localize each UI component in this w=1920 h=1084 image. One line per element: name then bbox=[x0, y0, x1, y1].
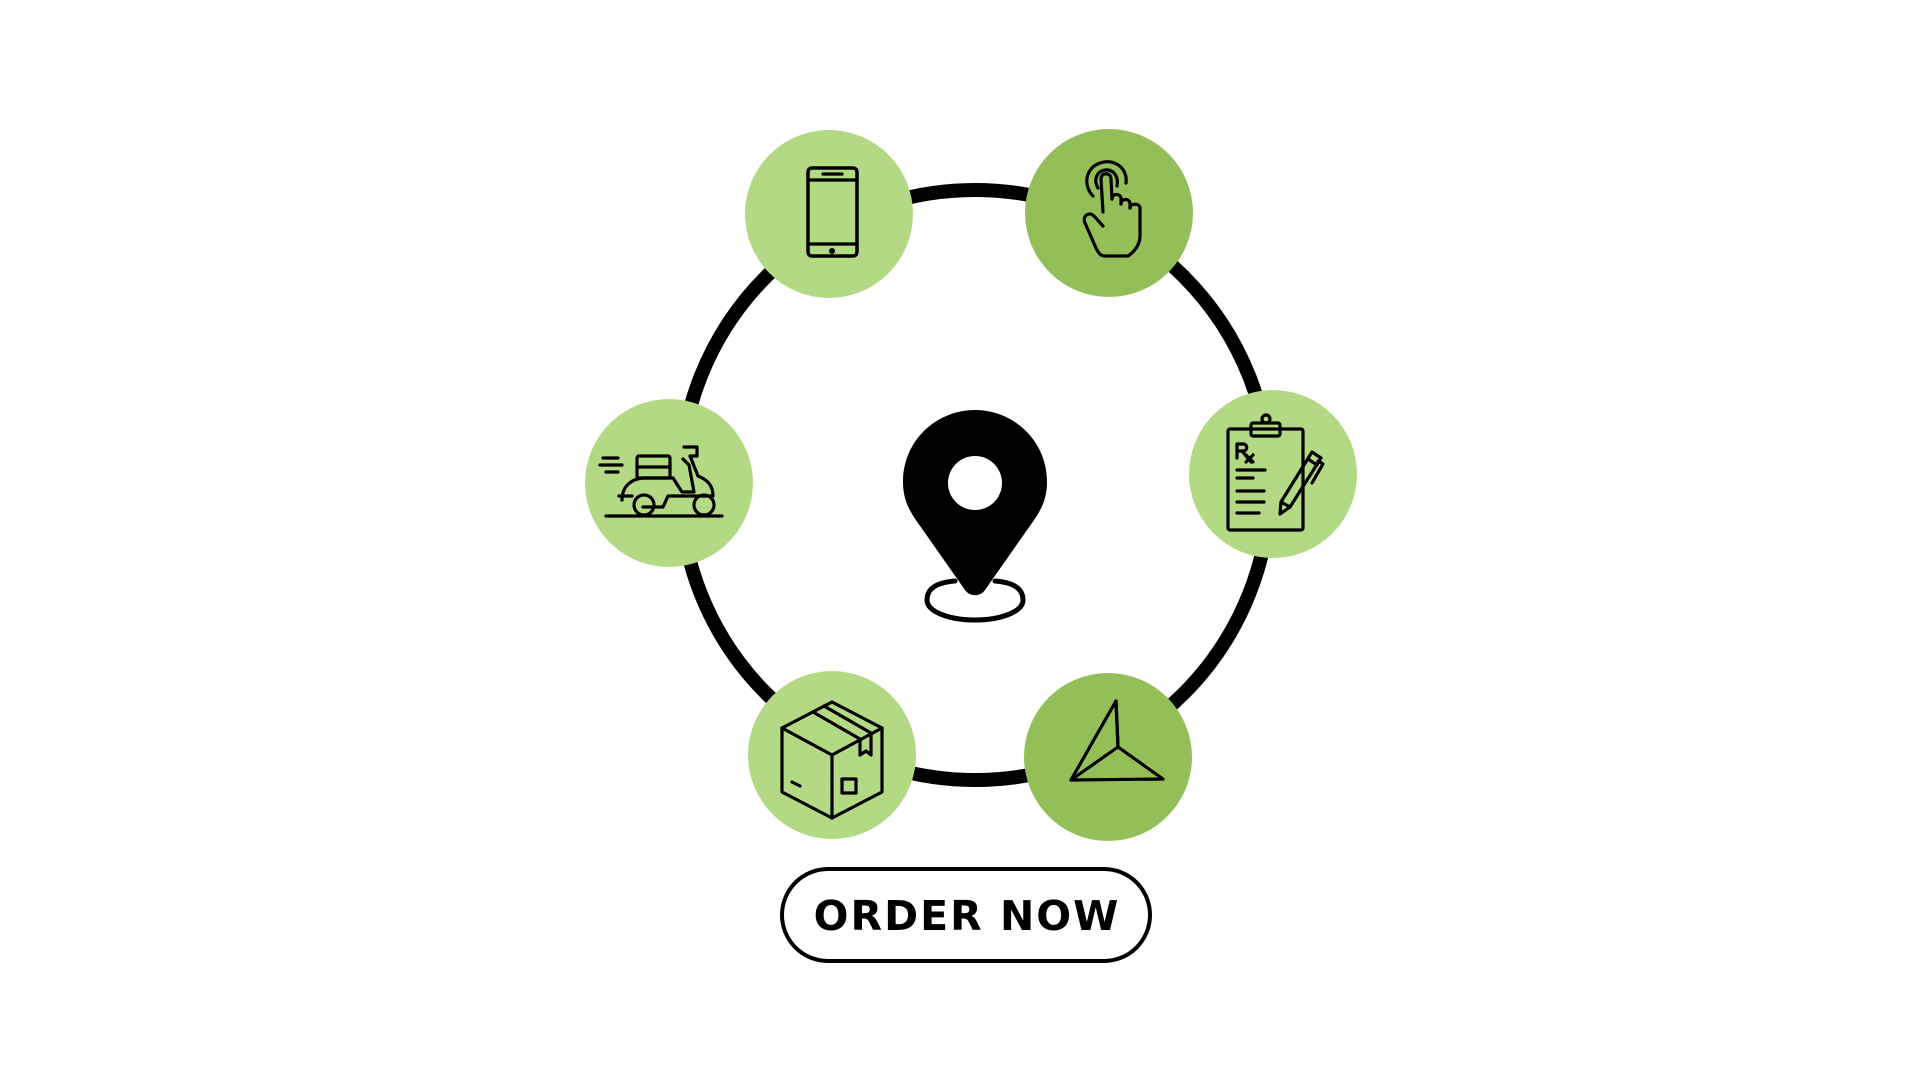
node-circle bbox=[1025, 129, 1193, 297]
tap-finger-icon bbox=[1082, 160, 1142, 258]
node-circle bbox=[745, 130, 913, 298]
order-now-button-frame bbox=[780, 867, 1152, 963]
prescription-clipboard-icon bbox=[1226, 413, 1325, 532]
smartphone-icon bbox=[806, 166, 859, 258]
step-node-smartphone bbox=[745, 130, 913, 298]
step-node-delivery bbox=[585, 399, 753, 567]
node-circle bbox=[1024, 673, 1192, 841]
step-node-package bbox=[748, 671, 916, 839]
step-node-prescription bbox=[1189, 390, 1357, 558]
step-node-tap bbox=[1025, 129, 1193, 297]
order-now-label: ORDER NOW bbox=[814, 892, 1121, 940]
step-node-navigation bbox=[1024, 673, 1192, 841]
package-box-icon bbox=[780, 700, 884, 820]
node-circle bbox=[1189, 390, 1357, 558]
order-now-button[interactable]: ORDER NOW bbox=[780, 867, 1152, 963]
navigation-arrow-icon bbox=[1069, 699, 1165, 782]
location-pin-icon bbox=[903, 410, 1047, 623]
delivery-scooter-icon bbox=[598, 445, 724, 518]
node-circle bbox=[585, 399, 753, 567]
